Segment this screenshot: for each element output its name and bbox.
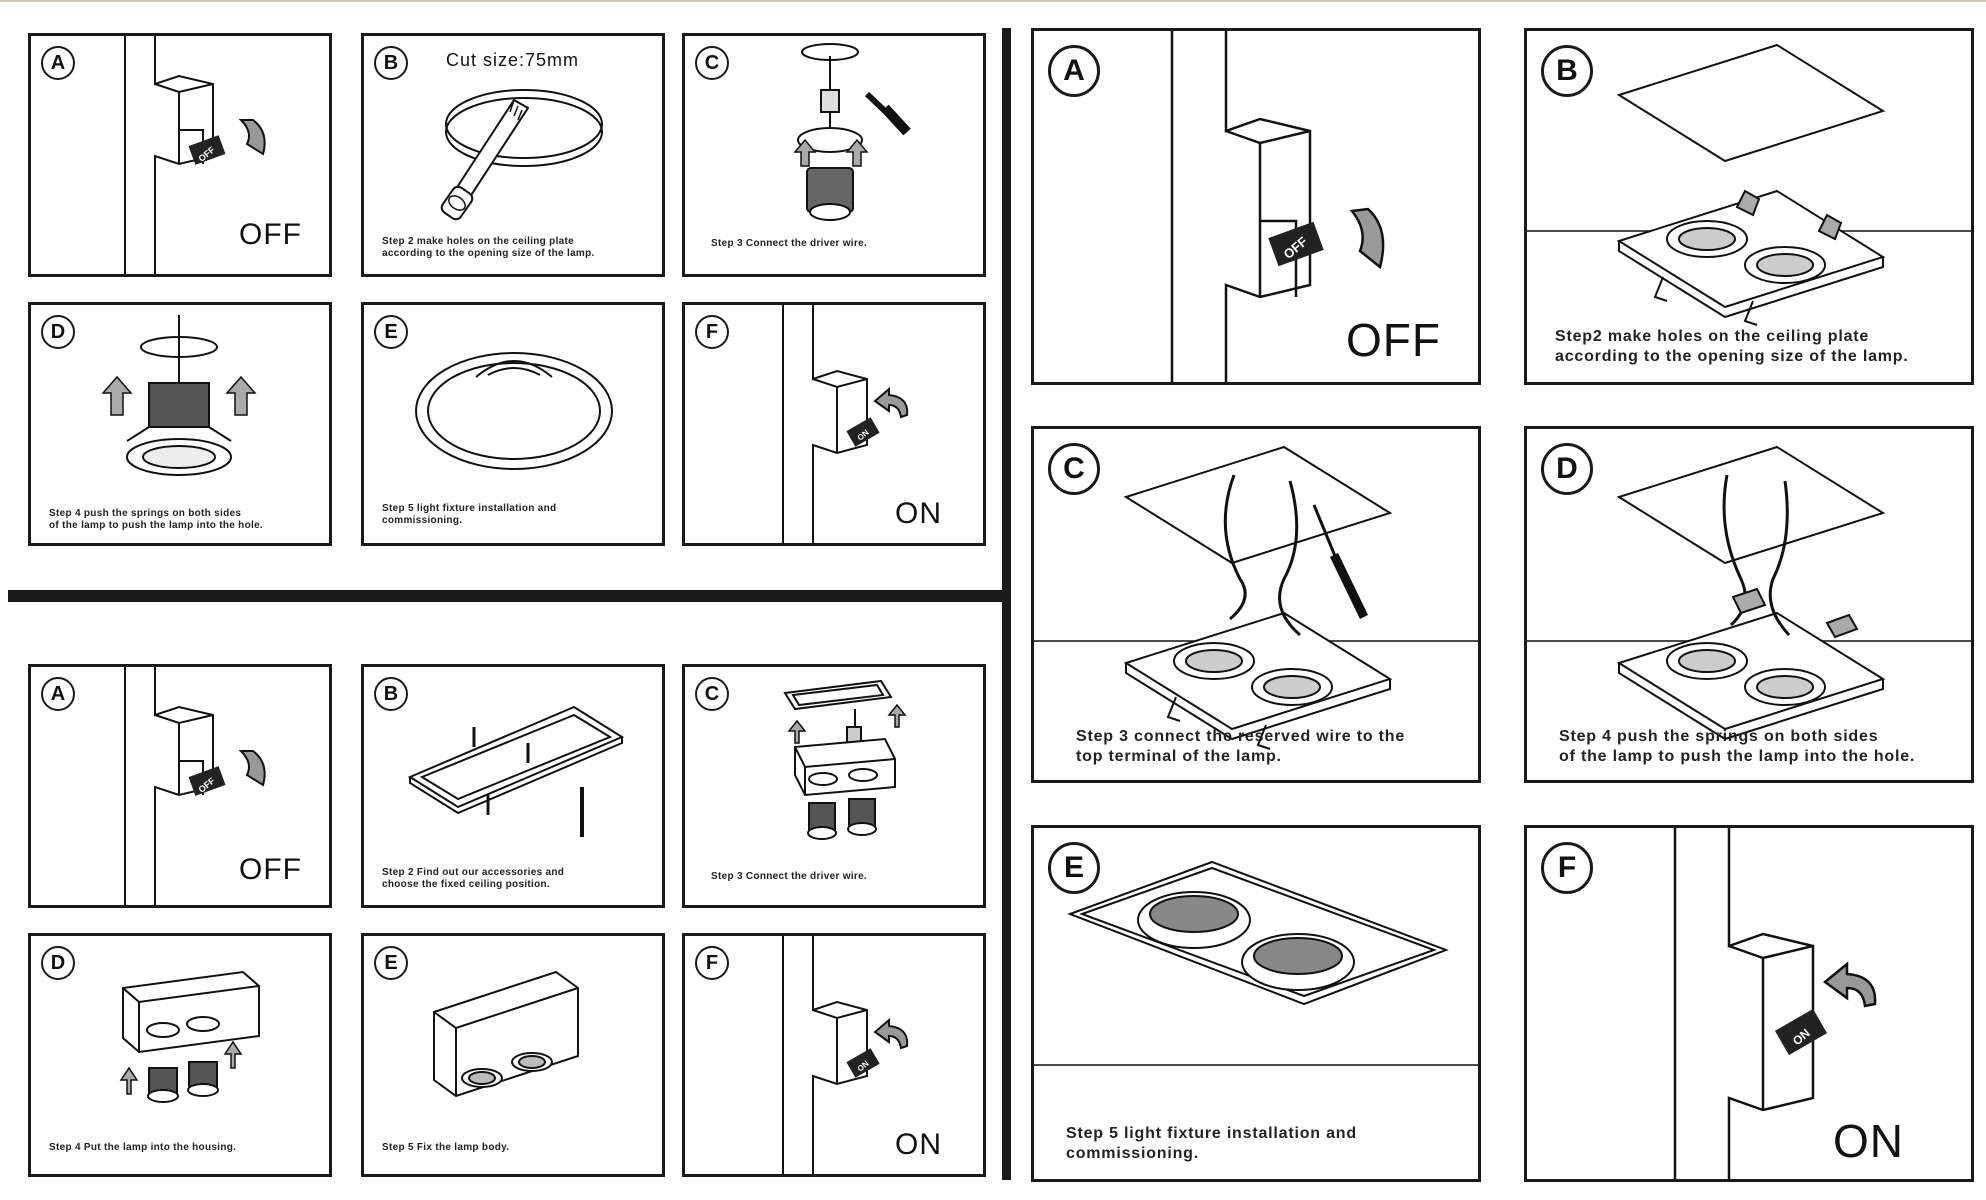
caption-line: choose the fixed ceiling position. <box>382 879 550 890</box>
step-letter: F <box>1541 842 1593 894</box>
caption-line: Step 5 light fixture installation and <box>1066 1125 1357 1142</box>
step-letter: B <box>374 46 408 80</box>
step-letter: F <box>695 315 729 349</box>
panel-bottom-left-a: OFF A OFF <box>28 664 332 908</box>
state-label: OFF <box>1346 314 1441 366</box>
double-trim-cut-illustration <box>1527 43 1971 326</box>
installed-double-fixture-illustration <box>1034 860 1478 1066</box>
panel-top-left-f: ON F ON <box>682 302 986 546</box>
step-letter: E <box>374 315 408 349</box>
caption-line: Step 5 Fix the lamp body. <box>382 1142 510 1153</box>
step-letter: D <box>1541 443 1593 495</box>
caption-line: Step 3 Connect the driver wire. <box>711 871 868 882</box>
step-letter: F <box>695 946 729 980</box>
caption-line: according to the opening size of the lam… <box>1555 348 1909 365</box>
caption-line: commissioning. <box>382 515 463 526</box>
panel-bottom-left-e: E Step 5 Fix the lamp body. <box>361 933 665 1177</box>
step-letter: D <box>41 946 75 980</box>
caption-line: Step 2 Find out our accessories and <box>382 867 565 878</box>
panel-right-e: E Step 5 light fixture installation and … <box>1031 825 1481 1182</box>
caption-line: of the lamp to push the lamp into the ho… <box>1559 748 1916 765</box>
vertical-divider <box>1002 28 1011 1180</box>
reserved-wire-illustration <box>1034 445 1478 750</box>
panel-bottom-left-b: B Step 2 Find out our accessories and ch… <box>361 664 665 908</box>
panel-top-left-a: OFF A OFF <box>28 33 332 277</box>
housing-driver-illustration <box>783 679 907 840</box>
lamp-housing-illustration <box>119 970 260 1103</box>
on-switch-illustration: ON <box>782 936 909 1174</box>
panel-right-b: B Step2 make holes on the ceiling plate … <box>1524 28 1974 385</box>
springs-lamp-illustration <box>101 315 257 476</box>
off-switch-illustration: OFF <box>124 667 266 905</box>
step-letter: D <box>41 315 75 349</box>
state-label: OFF <box>239 218 302 251</box>
panel-bottom-left-f: ON F ON <box>682 933 986 1177</box>
panel-top-left-e: E Step 5 light fixture installation and … <box>361 302 665 546</box>
caption-line: commissioning. <box>1066 1145 1199 1162</box>
step-letter: B <box>374 677 408 711</box>
panel-right-f: ON F ON <box>1524 825 1974 1182</box>
surface-mount-illustration <box>433 970 579 1098</box>
caption-line: Step 5 light fixture installation and <box>382 503 557 514</box>
panel-top-left-b: B Cut size:75mm Step 2 make holes on the… <box>361 33 665 277</box>
state-label: ON <box>895 1128 942 1161</box>
step-letter: A <box>1048 45 1100 97</box>
driver-wire-illustration <box>793 43 911 221</box>
step-letter: E <box>374 946 408 980</box>
off-switch-illustration: OFF <box>1170 31 1385 382</box>
state-label: ON <box>1833 1115 1904 1167</box>
accessories-plate-illustration <box>407 705 625 837</box>
caption-line: top terminal of the lamp. <box>1076 748 1282 765</box>
panel-top-left-d: D Step 4 push the springs on both sides … <box>28 302 332 546</box>
state-label: OFF <box>239 853 302 886</box>
caption-line: Step 4 push the springs on both sides <box>49 508 242 519</box>
ceiling-cut-illustration <box>440 89 603 221</box>
panel-bottom-left-c: C Step 3 Connect the driver wire. <box>682 664 986 908</box>
panel-bottom-left-d: D Step 4 Put the lamp into the housing. <box>28 933 332 1177</box>
horizontal-divider <box>8 590 1003 602</box>
off-switch-illustration: OFF <box>124 36 266 274</box>
springs-double-lamp-illustration <box>1527 445 1971 741</box>
caption-line: Step 3 connect the reserved wire to the <box>1076 728 1406 745</box>
step-letter: B <box>1541 45 1593 97</box>
panel-right-c: C Step 3 connect the reserved wire to th… <box>1031 426 1481 783</box>
step-letter: E <box>1048 842 1100 894</box>
caption-line: Step 2 make holes on the ceiling plate <box>382 236 575 247</box>
step-letter: C <box>695 677 729 711</box>
on-switch-illustration: ON <box>1673 828 1877 1179</box>
step-letter: C <box>695 46 729 80</box>
panel-right-d: D Step 4 push the springs on both sides … <box>1524 426 1974 783</box>
caption-line: Step 4 push the springs on both sides <box>1559 728 1879 745</box>
step-letter: C <box>1048 443 1100 495</box>
installed-fixture-illustration <box>415 352 613 470</box>
caption-line: of the lamp to push the lamp into the ho… <box>49 520 264 531</box>
caption-line: Step 4 Put the lamp into the housing. <box>49 1142 237 1153</box>
caption-line: Step 3 Connect the driver wire. <box>711 238 868 249</box>
panel-top-left-c: C Step 3 Connect the driver wire. <box>682 33 986 277</box>
caption-line: according to the opening size of the lam… <box>382 248 595 259</box>
on-switch-illustration: ON <box>782 305 909 543</box>
step-letter: A <box>41 46 75 80</box>
top-border <box>0 0 1986 2</box>
step-letter: A <box>41 677 75 711</box>
caption-line: Step2 make holes on the ceiling plate <box>1555 328 1870 345</box>
state-label: ON <box>895 497 942 530</box>
cut-size-label: Cut size:75mm <box>446 50 580 70</box>
panel-right-a: OFF A OFF <box>1031 28 1481 385</box>
